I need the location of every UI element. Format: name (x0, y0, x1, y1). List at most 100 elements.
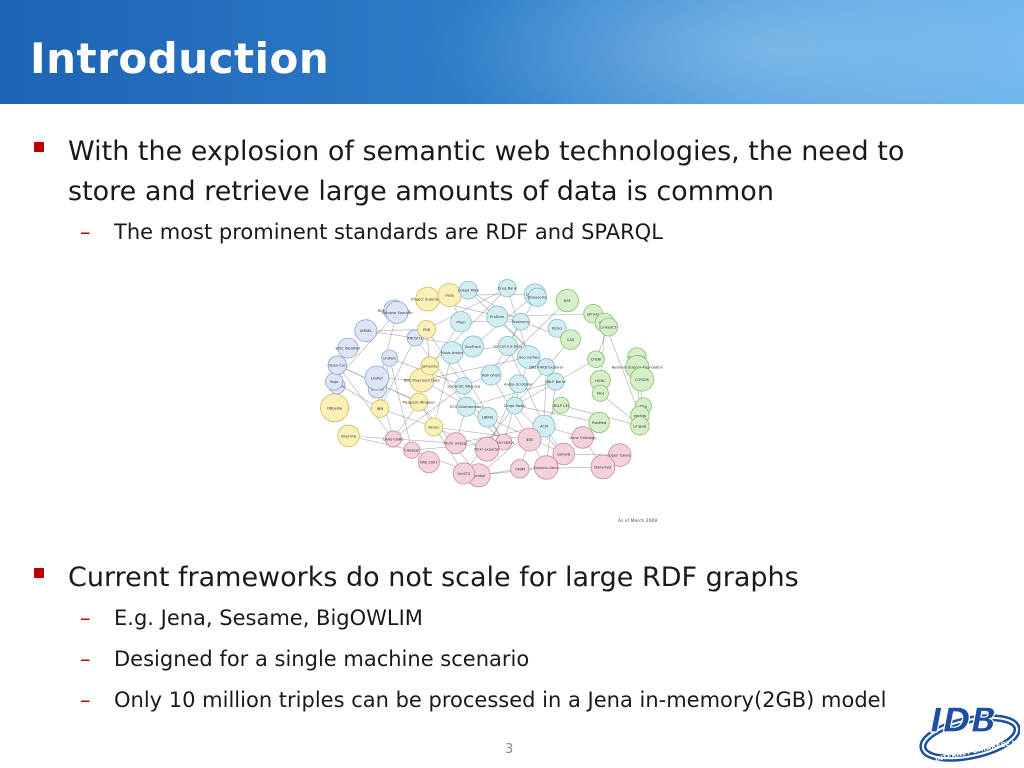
graph-node-label: UMBEL (360, 329, 372, 333)
graph-edge (389, 358, 413, 451)
graph-node-label: RDF ohloh (482, 373, 500, 377)
graph-node-label: Audio-Scrobbler (504, 382, 533, 386)
graph-node: Gene Ontology (569, 426, 597, 449)
graph-node-label: LAAS-CNRS (383, 438, 404, 442)
graph-node: Homolo-Gene (534, 455, 559, 480)
graph-node-circle (454, 377, 473, 395)
graph-node: UniSTS (452, 462, 475, 485)
graph-node-circle (552, 442, 575, 466)
graph-node: Geo-names (517, 345, 541, 369)
graph-node-label: DBpedia (327, 406, 342, 410)
graph-node-circle (517, 345, 541, 369)
graph-node: PubMed (588, 411, 610, 434)
graph-node-label: Doap-space (493, 440, 515, 444)
graph-node: Taxonomy (511, 312, 531, 331)
graph-edge (348, 435, 456, 444)
graph-edge (337, 365, 394, 440)
title-bar: Introduction (0, 0, 1024, 104)
graph-node-label: Drug Bank (498, 287, 518, 291)
graph-edge (514, 405, 600, 423)
graph-node-label: US Census Data (493, 344, 522, 348)
graph-node-circle (364, 365, 390, 391)
graph-node-circle (420, 356, 440, 376)
graph-node-circle (591, 384, 609, 402)
graph-node: ECS Southampton (450, 396, 483, 417)
graph-node-circle (555, 289, 579, 313)
graph-node-label: RAE 2001 (420, 461, 437, 465)
graph-node: Jamendo (420, 356, 440, 376)
graph-node-label: NSF (564, 299, 571, 303)
graph-node-circle (424, 417, 444, 437)
graph-node-circle (547, 318, 567, 338)
graph-node-label: Virtuoso Sponger (382, 311, 413, 315)
graph-node-circle (497, 335, 518, 356)
graph-node-circle (517, 427, 542, 452)
graph-node-label: ProDom (490, 315, 505, 319)
square-bullet-icon (34, 142, 44, 152)
sub-bullet-text: The most prominent standards are RDF and… (114, 220, 663, 244)
graph-node: W3C WordNet (336, 337, 361, 359)
graph-node: DBLP RKB Explorer (529, 358, 564, 376)
graph-edge (490, 300, 568, 376)
graph-node-circle (512, 312, 530, 331)
sub-bullet-text: Designed for a single machine scenario (114, 647, 530, 671)
graph-node: CORDIS (629, 367, 655, 392)
graph-node-circle (456, 396, 477, 417)
graph-node: RAE 2001 (417, 451, 440, 474)
graph-node-circle (546, 372, 565, 391)
graph-node: MGI (591, 384, 609, 402)
graph-edge (379, 408, 434, 428)
graph-node-label: CORDIS (635, 378, 650, 382)
graph-node-circle (403, 441, 421, 459)
graph-node-circle (552, 396, 570, 414)
graph-node-label: CiteSeer (404, 449, 420, 453)
graph-node-circle (354, 319, 378, 343)
graph-node-circle (599, 317, 619, 337)
graph-node-circle (417, 451, 440, 474)
graph-node: OMIM (510, 459, 530, 479)
graph-node-circle (509, 374, 528, 394)
graph-edge (497, 313, 594, 317)
graph-node: Surge Radio (504, 396, 526, 415)
graph-node-label: Surge Radio (504, 404, 526, 408)
graph-node: UniRef (364, 365, 390, 391)
graph-node: GovTrack (461, 335, 484, 358)
graph-node: Diseasome (527, 287, 548, 307)
graph-node-label: LIBRIS (482, 416, 494, 420)
graph-node-circle (370, 399, 390, 418)
sub-bullet-item: – Only 10 million triples can be process… (30, 680, 990, 721)
graph-node-circle (337, 337, 359, 359)
logo-text: IDB (930, 701, 997, 741)
dash-bullet-icon: – (80, 220, 91, 244)
graph-node: IBM (370, 399, 390, 418)
graph-node-label: LinkedCT (600, 326, 617, 330)
figure-caption: As of March 2009 (618, 518, 657, 524)
graph-node-circle (452, 462, 475, 485)
graph-node-circle (587, 350, 605, 369)
graph-node-circle (527, 287, 547, 307)
graph-node-circle (474, 436, 500, 462)
graph-node-circle (461, 335, 484, 358)
graph-node-circle (337, 424, 360, 448)
graph-node-label: ePrints (587, 312, 599, 316)
graph-node: RDF ohloh (480, 364, 502, 386)
sub-bullet-text: Only 10 million triples can be processed… (114, 688, 887, 712)
graph-node-label: DBLP Berlin (545, 380, 566, 384)
graph-node: UMBEL (354, 319, 378, 343)
graph-node-label: GeneID (557, 452, 571, 456)
graph-edge (604, 322, 641, 416)
graph-node-label: DBLP L3S (552, 404, 570, 408)
header-highlight (420, 0, 1024, 104)
graph-node-label: Open Calais (609, 454, 631, 458)
graph-node-label: OMIM (515, 467, 525, 471)
graph-node-label: IEEE (526, 438, 535, 442)
sub-bullet-text: E.g. Jena, Sesame, BigOWLIM (114, 606, 423, 630)
graph-node: ProDom (486, 305, 509, 328)
graph-node-label: BBC Playcount Data (404, 379, 440, 383)
graph-node-label: eprints (634, 414, 647, 418)
graph-node: US Census Data (493, 335, 522, 356)
graph-node-circle (571, 426, 594, 449)
graph-node-label: CAS (567, 338, 575, 342)
graph-node: Revyu (424, 417, 444, 437)
